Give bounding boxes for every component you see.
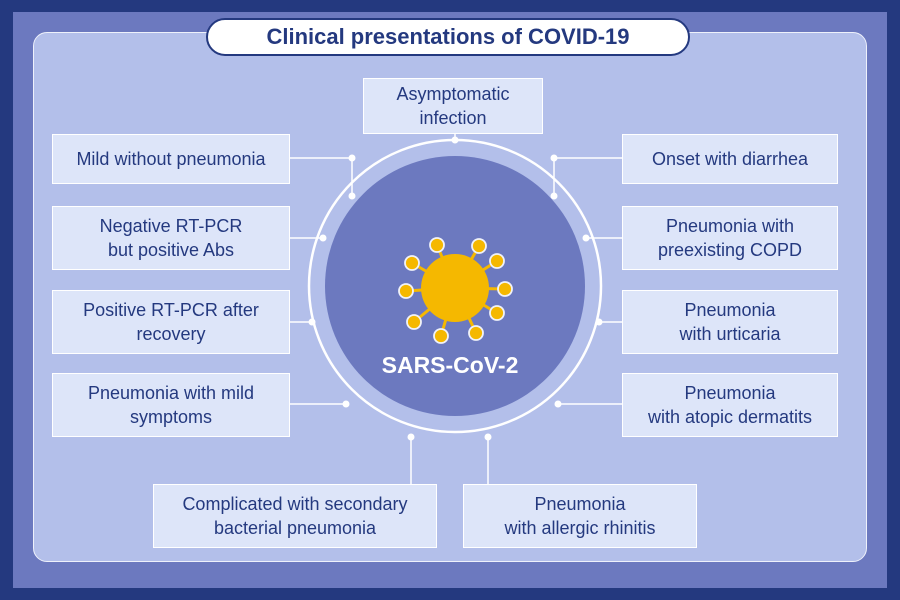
- center-label: SARS-CoV-2: [381, 351, 519, 378]
- box-urticaria: Pneumonia with urticaria: [622, 290, 838, 354]
- dot: [550, 154, 558, 162]
- connector-dots: [308, 136, 603, 441]
- dot: [407, 433, 415, 441]
- virus-icon: [398, 237, 513, 344]
- box-copd: Pneumonia with preexisting COPD: [622, 206, 838, 270]
- box-positive-rt-pcr: Positive RT-PCR after recovery: [52, 290, 290, 354]
- box-mild-symptoms: Pneumonia with mild symptoms: [52, 373, 290, 437]
- dot: [319, 234, 327, 242]
- box-allergic-rhinitis: Pneumonia with allergic rhinitis: [463, 484, 697, 548]
- box-negative-rt-pcr: Negative RT-PCR but positive Abs: [52, 206, 290, 270]
- box-mild-without-pneumonia: Mild without pneumonia: [52, 134, 290, 184]
- dot: [348, 192, 356, 200]
- box-secondary-bacterial: Complicated with secondary bacterial pne…: [153, 484, 437, 548]
- dot: [595, 318, 603, 326]
- dot: [348, 154, 356, 162]
- dot: [308, 318, 316, 326]
- connector-mild-without: [290, 157, 353, 196]
- box-diarrhea: Onset with diarrhea: [622, 134, 838, 184]
- dot: [342, 400, 350, 408]
- dot: [484, 433, 492, 441]
- dot: [582, 234, 590, 242]
- dot: [554, 400, 562, 408]
- dot: [550, 192, 558, 200]
- box-atopic-dermatitis: Pneumonia with atopic dermatits: [622, 373, 838, 437]
- box-asymptomatic: Asymptomatic infection: [363, 78, 543, 134]
- dot: [451, 136, 459, 144]
- diagram-title: Clinical presentations of COVID-19: [206, 18, 690, 56]
